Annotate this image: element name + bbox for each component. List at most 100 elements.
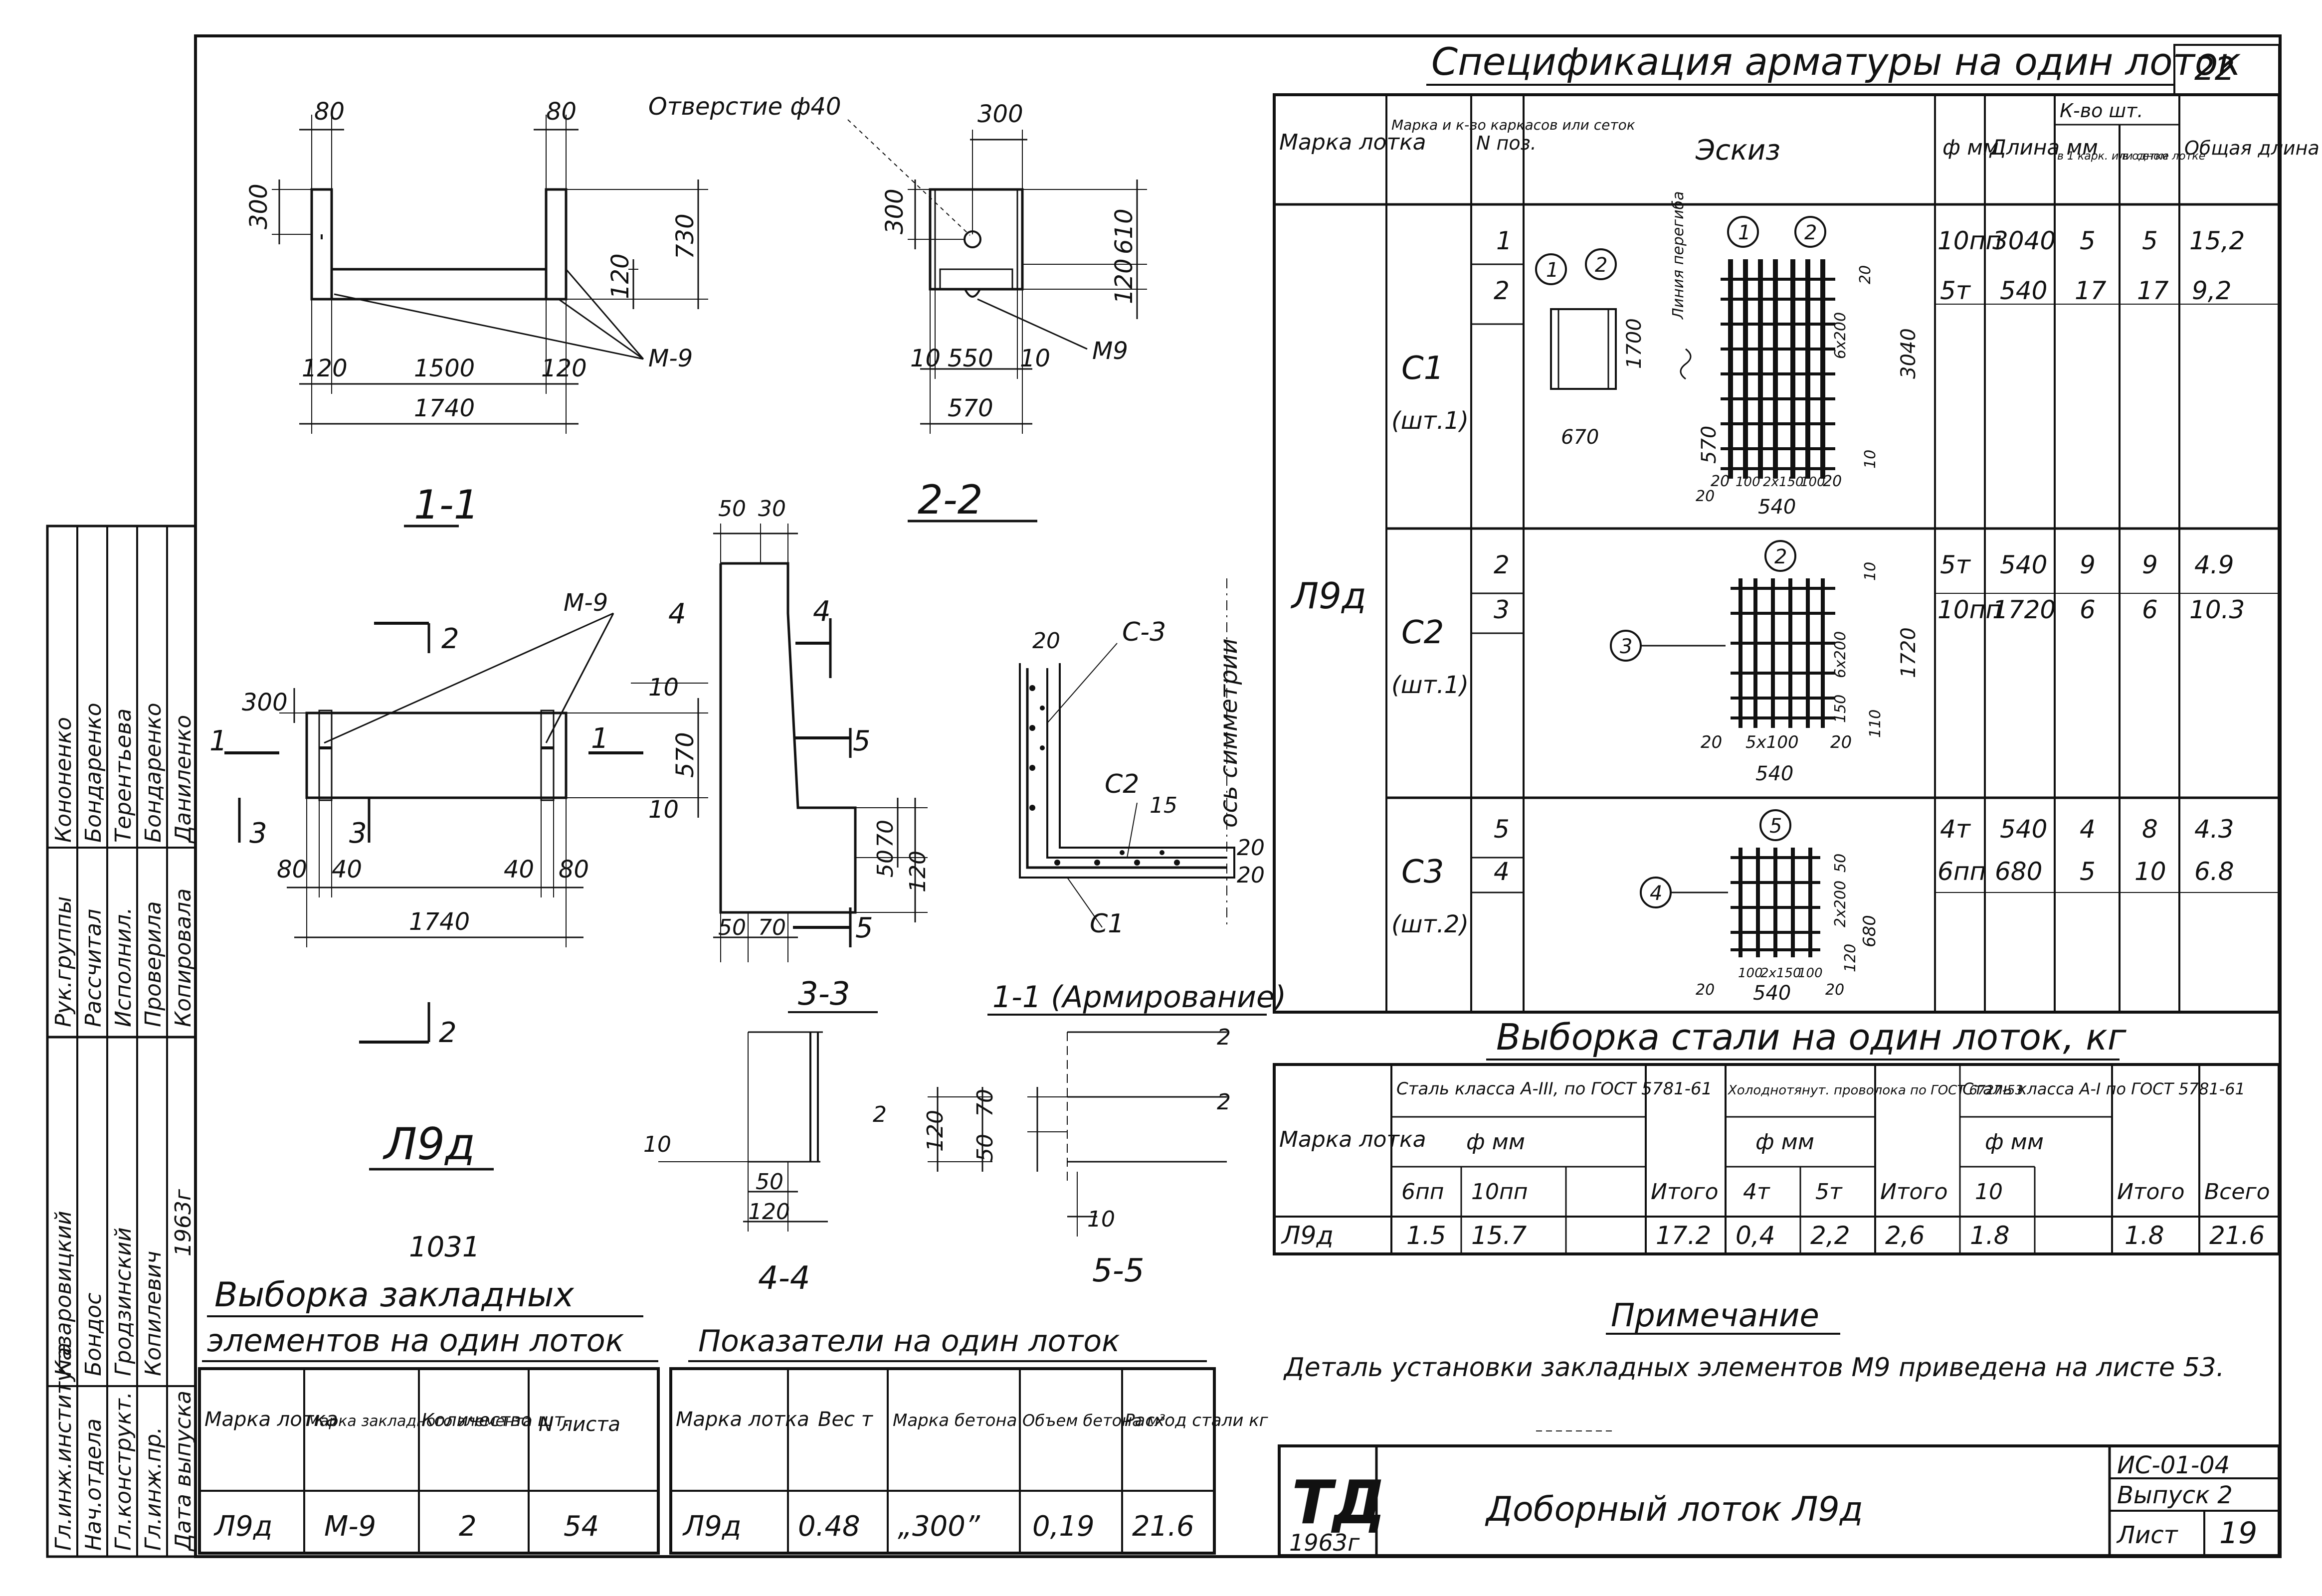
dim-120-m: 120 <box>1110 258 1138 304</box>
spec-h-mark: Марка лотка <box>1279 130 1426 155</box>
plan-dim-10-bottom: 10 <box>648 796 679 824</box>
c1-sketch-20b: 20 <box>1711 473 1730 490</box>
wall-dim-120: 120 <box>905 851 931 892</box>
embed-h-qty: Количество шт. <box>421 1410 570 1430</box>
weld-label-m9: М-9 <box>648 345 693 372</box>
rebar-20-r1: 20 <box>1237 835 1265 861</box>
steel-row-10: 1.8 <box>1970 1221 2010 1250</box>
wall-cut-4: 4 <box>813 595 831 628</box>
ind-h-steel: Расход стали кг <box>1125 1411 1269 1430</box>
spec-c2-b-1: 9 <box>2142 550 2158 579</box>
dim-1500: 1500 <box>414 355 475 382</box>
ind-row-steel: 21.6 <box>1132 1510 1194 1543</box>
stamp-role-2: Нач.отдела <box>81 1419 106 1551</box>
spec-c2-total-2: 10.3 <box>2189 595 2245 624</box>
s44-dim-50: 50 <box>972 1134 998 1162</box>
spec-h-phi: ф мм <box>1942 135 1999 160</box>
title-name: Доборный лоток Л9д <box>1485 1490 1863 1529</box>
dim-570: 570 <box>948 394 993 422</box>
c3-sketch-20a: 20 <box>1696 981 1715 999</box>
section-1-1: 80 80 300 730 120 120 1500 120 1740 М-9 … <box>245 98 708 528</box>
spec-c1-b-2: 17 <box>2137 276 2169 305</box>
spec-c1-pos-1: 1 <box>1496 226 1512 255</box>
c1-sketch-6x200: 6х200 <box>1832 312 1849 359</box>
stamp-name-1: Казаровицкий <box>51 1211 76 1376</box>
title-block: ТД 1963г Доборный лоток Л9д ИС-01-04 Вып… <box>1278 1430 2281 1557</box>
ind-row-volume: 0,19 <box>1032 1510 1095 1543</box>
c2-sketch-3: 3 <box>1620 635 1632 658</box>
wall-dim-50-bottom: 50 <box>718 915 746 940</box>
c2-sketch-5x100: 5х100 <box>1745 732 1799 752</box>
plan-dim-80-right: 80 <box>559 856 589 884</box>
spec-c2-b-2: 6 <box>2142 595 2158 624</box>
stamp-role2-2: Рассчитал <box>81 909 106 1027</box>
plan-dim-40-right: 40 <box>504 856 534 884</box>
spec-h-qty-a: в 1 карк. или сетке <box>2057 150 2169 163</box>
steel-table: Выборка стали на один лоток, кг Марка ло… <box>1273 1016 2281 1255</box>
rebar-15: 15 <box>1150 793 1177 818</box>
stamp-role-4: Гл.инж.пр. <box>141 1427 166 1551</box>
steel-row-5t: 2,2 <box>1810 1221 1850 1250</box>
spec-h-sketch: Эскиз <box>1695 134 1780 167</box>
c1-sketch-670: 670 <box>1561 426 1599 449</box>
steel-row-total-3: 1.8 <box>2125 1221 2164 1250</box>
s44-dim-2: 2 <box>873 1102 887 1127</box>
rebar-spec-table: Спецификация арматуры на один лоток 22 М… <box>1273 39 2322 1014</box>
spec-c3-count: (шт.2) <box>1391 910 1469 938</box>
c1-sketch-100b: 100 <box>1800 475 1825 490</box>
c2-sketch-110: 110 <box>1867 709 1884 738</box>
spec-h-pos: N поз. <box>1476 132 1537 154</box>
c1-sketch-570: 570 <box>1698 426 1721 464</box>
spec-c3-pos-5: 5 <box>1494 815 1510 844</box>
section-title-1-1: 1-1 <box>414 482 479 528</box>
c3-sketch-680: 680 <box>1860 915 1880 947</box>
section-title-2-2: 2-2 <box>918 477 983 523</box>
spec-c2-phi-2: 10пп <box>1937 595 2002 624</box>
embed-h-element: Марка закладного элемента <box>307 1413 532 1430</box>
spec-c1-count: (шт.1) <box>1391 407 1469 435</box>
dim-120-side: 120 <box>606 253 634 299</box>
plan-dim-40-left: 40 <box>332 856 362 884</box>
steel-col-4t: 4т <box>1743 1179 1770 1205</box>
rebar-20-top: 20 <box>1032 628 1060 654</box>
s33-dim-50: 50 <box>756 1169 783 1195</box>
steel-row-10pp: 15.7 <box>1471 1221 1527 1250</box>
section-2-2: Отверстие ф40 300 300 610 120 10 550 10 … <box>648 93 1147 523</box>
stamp-name-3: Гродзинский <box>111 1227 136 1376</box>
note-text: Деталь установки закладных элементов М9 … <box>1283 1353 2224 1383</box>
embed-row-qty: 2 <box>459 1510 477 1543</box>
spec-h-qty-b: в одном лотке <box>2122 150 2205 163</box>
c1-sketch-540: 540 <box>1758 496 1796 519</box>
plan-dim-570: 570 <box>671 732 699 778</box>
spec-c3-b-1: 8 <box>2142 815 2158 844</box>
c3-sketch-540: 540 <box>1753 982 1791 1005</box>
spec-title: Спецификация арматуры на один лоток <box>1431 39 2241 84</box>
plan-cut-1-right: 1 <box>591 722 609 755</box>
c2-sketch-6x200: 6х200 <box>1832 631 1849 678</box>
steel-row-4t: 0,4 <box>1736 1221 1775 1250</box>
stamp-role2-3: Исполнил. <box>111 907 136 1027</box>
c1-sketch-10: 10 <box>1862 450 1879 469</box>
plan-cut-3-left: 3 <box>249 817 267 850</box>
dim-300: 300 <box>245 183 273 229</box>
ind-row-weight: 0.48 <box>798 1510 860 1543</box>
plan-dim-1740: 1740 <box>409 908 470 936</box>
section-title-5-5: 5-5 <box>1092 1252 1145 1289</box>
plan-number: 1031 <box>409 1231 480 1263</box>
spec-c3-a-2: 5 <box>2080 857 2096 886</box>
ind-h-concrete: Марка бетона <box>893 1411 1017 1430</box>
sketch-c2: 2 3 10 1720 150 6х200 110 20 5х100 20 54… <box>1610 540 1920 785</box>
stamp-role-3: Гл.конструкт. <box>111 1392 136 1551</box>
wall-dim-50-side: 50 <box>873 850 898 878</box>
ind-row-mark: Л9д <box>682 1510 741 1543</box>
plan-cut-1-left: 1 <box>209 725 227 757</box>
spec-c1-b-1: 5 <box>2142 226 2158 255</box>
c3-sketch-20b: 20 <box>1825 981 1844 999</box>
ind-h-volume: Объем бетона м³ <box>1022 1411 1165 1430</box>
embed-title-1: Выборка закладных <box>214 1275 575 1315</box>
c2-sketch-1720: 1720 <box>1897 627 1920 678</box>
title-issue: Выпуск 2 <box>2117 1481 2233 1509</box>
c2-sketch-150: 150 <box>1832 695 1849 723</box>
c2-sketch-10: 10 <box>1862 562 1879 581</box>
c1-sketch-100a: 100 <box>1736 475 1760 490</box>
